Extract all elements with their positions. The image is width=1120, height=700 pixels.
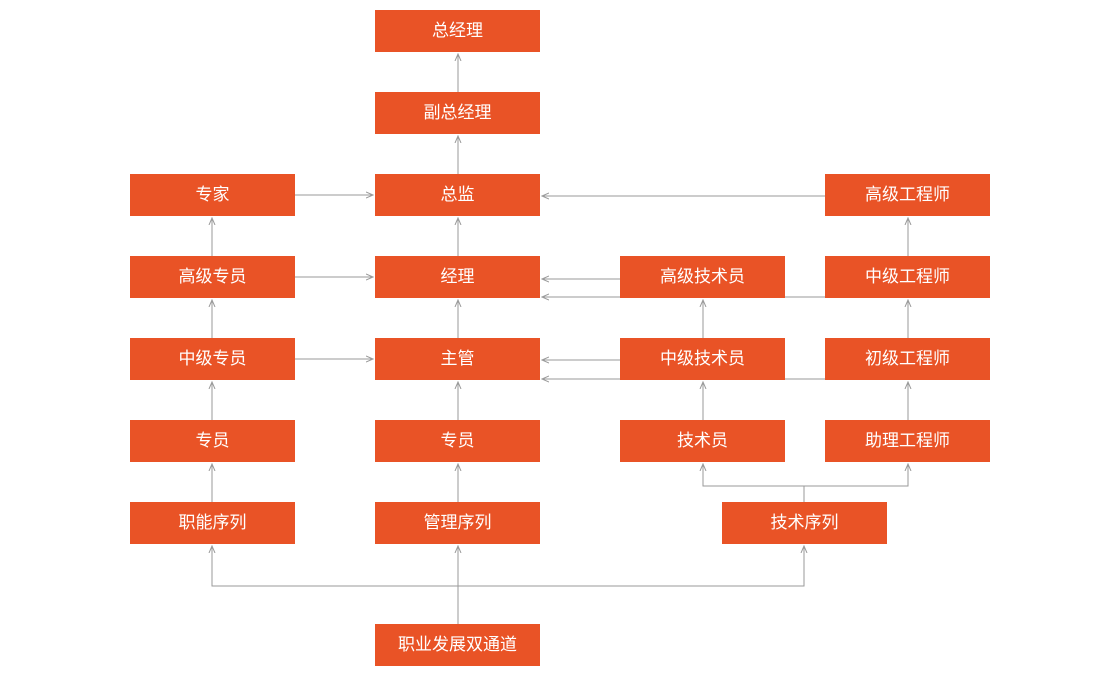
connector-technical-track-to-assistant-engineer (804, 464, 908, 487)
connector-dual-channel-to-technical-track (458, 546, 804, 587)
node-manager: 经理 (375, 256, 540, 298)
node-expert: 专家 (130, 174, 295, 216)
node-management-track: 管理序列 (375, 502, 540, 544)
node-senior-specialist: 高级专员 (130, 256, 295, 298)
node-junior-engineer: 初级工程师 (825, 338, 990, 380)
node-mid-technician: 中级技术员 (620, 338, 785, 380)
node-mid-specialist: 中级专员 (130, 338, 295, 380)
node-mid-engineer: 中级工程师 (825, 256, 990, 298)
connector-dual-channel-to-functional-track (212, 546, 458, 587)
node-functional-specialist: 专员 (130, 420, 295, 462)
node-functional-track: 职能序列 (130, 502, 295, 544)
node-technician: 技术员 (620, 420, 785, 462)
node-supervisor: 主管 (375, 338, 540, 380)
node-senior-engineer: 高级工程师 (825, 174, 990, 216)
node-dual-channel-root: 职业发展双通道 (375, 624, 540, 666)
node-director: 总监 (375, 174, 540, 216)
node-senior-technician: 高级技术员 (620, 256, 785, 298)
node-management-specialist: 专员 (375, 420, 540, 462)
node-technical-track: 技术序列 (722, 502, 887, 544)
connector-technical-track-to-technician (703, 464, 805, 502)
node-assistant-engineer: 助理工程师 (825, 420, 990, 462)
node-general-manager: 总经理 (375, 10, 540, 52)
node-deputy-general-manager: 副总经理 (375, 92, 540, 134)
